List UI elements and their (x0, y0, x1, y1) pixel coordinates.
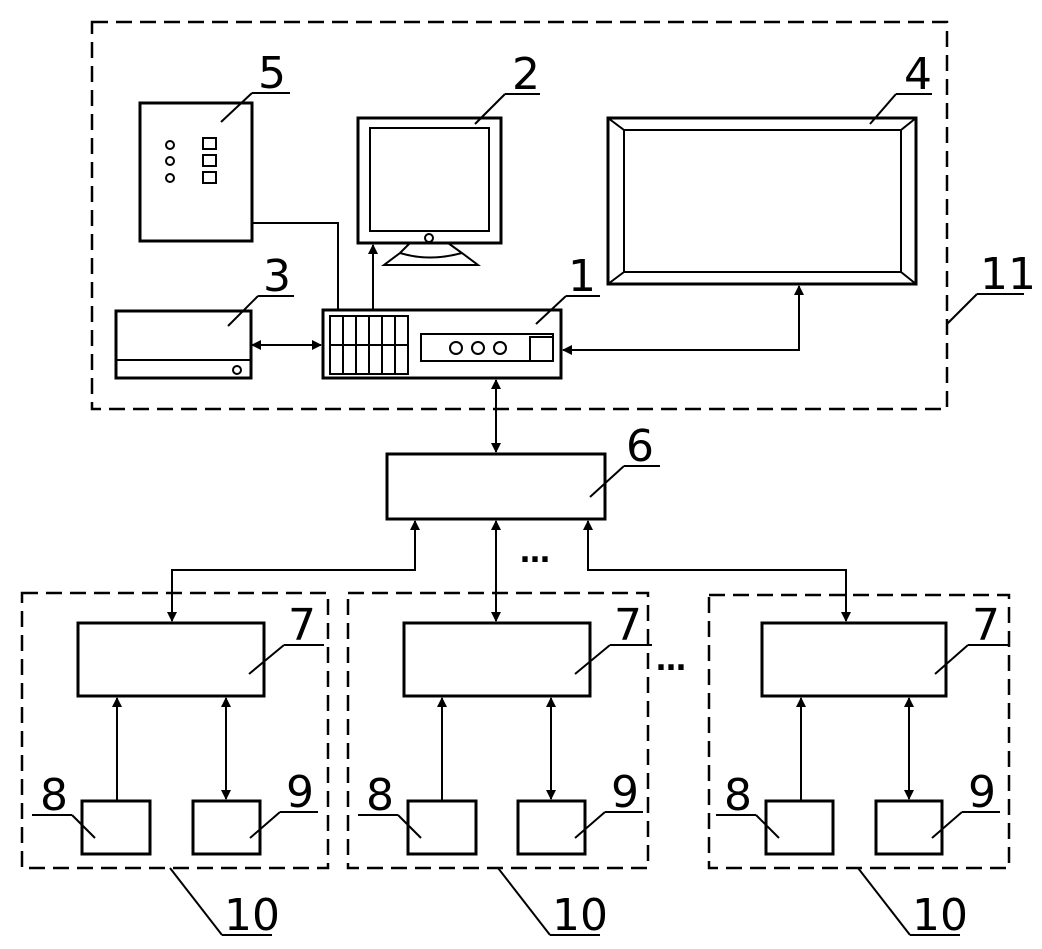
display-screen (606, 116, 918, 286)
label-7-station-2: 7 (614, 600, 642, 651)
link-hub-station-1 (167, 520, 420, 622)
field-station-2 (346, 591, 650, 870)
label-6: 6 (626, 421, 654, 472)
label-3: 3 (263, 251, 291, 302)
label-8-station-3: 8 (724, 770, 752, 821)
ellipsis-upper: … (520, 535, 550, 570)
label-8-station-1: 8 (40, 770, 68, 821)
label-9-station-3: 9 (968, 767, 996, 818)
link-control-box-to-unit (252, 222, 339, 310)
label-9-station-1: 9 (286, 767, 314, 818)
label-4: 4 (904, 49, 932, 100)
label-7-station-1: 7 (288, 600, 316, 651)
leader-lines (32, 92, 1024, 936)
control-room-boundary (90, 20, 949, 411)
label-9-station-2: 9 (611, 767, 639, 818)
label-10-station-1: 10 (224, 890, 280, 941)
label-11: 11 (980, 249, 1036, 300)
label-8-station-2: 8 (366, 770, 394, 821)
link-hub-station-3 (583, 520, 851, 622)
central-unit (321, 308, 563, 380)
network-hub (385, 452, 607, 521)
field-station-1 (20, 591, 330, 870)
ellipsis-lower: … (656, 643, 686, 678)
label-10-station-2: 10 (552, 890, 608, 941)
label-1: 1 (568, 251, 596, 302)
label-7-station-3: 7 (972, 600, 1000, 651)
label-10-station-3: 10 (912, 890, 968, 941)
label-5: 5 (258, 48, 286, 99)
monitor (356, 116, 503, 266)
link-unit-display (562, 285, 804, 355)
label-2: 2 (512, 49, 540, 100)
printer (114, 309, 253, 380)
control-box (138, 101, 254, 243)
field-station-3 (707, 593, 1011, 870)
